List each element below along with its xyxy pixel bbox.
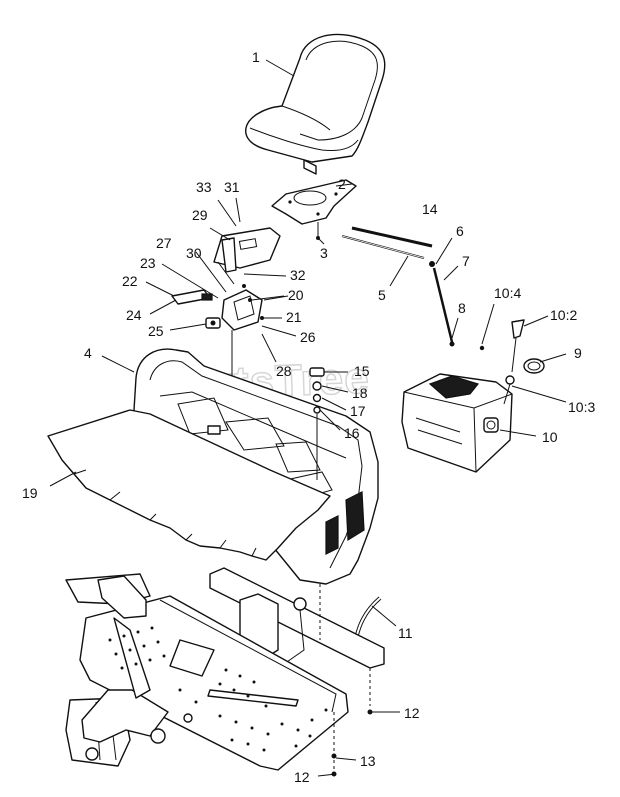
fuel-valve-10-2-part <box>511 319 525 373</box>
callout-14: 14 <box>422 201 438 217</box>
rod-14-part <box>341 226 435 267</box>
callout-27: 27 <box>156 235 172 251</box>
callout-24: 24 <box>126 307 142 323</box>
callout-1: 1 <box>252 49 260 65</box>
callout-31: 31 <box>224 179 240 195</box>
fitting-10-4-part <box>479 345 485 351</box>
switch-bracket-29-part <box>213 227 281 273</box>
callout-4: 4 <box>84 345 92 361</box>
seat-part <box>245 33 386 175</box>
callout-5: 5 <box>378 287 386 303</box>
bolt-3-part <box>316 222 320 240</box>
callout-17: 17 <box>350 403 366 419</box>
seat-plate-part <box>271 179 357 225</box>
rod-7-part <box>432 267 455 347</box>
callout-12-bottom: 12 <box>294 769 310 785</box>
callout-10-3: 10:3 <box>568 399 595 415</box>
callout-10-4: 10:4 <box>494 285 521 301</box>
perforation-pattern <box>108 626 328 752</box>
callout-8: 8 <box>458 300 466 316</box>
callout-28: 28 <box>276 363 292 379</box>
callout-7: 7 <box>462 253 470 269</box>
callout-10: 10 <box>542 429 558 445</box>
callout-11: 11 <box>398 625 413 641</box>
callout-15: 15 <box>354 363 370 379</box>
callout-20: 20 <box>288 287 304 303</box>
callout-13: 13 <box>360 753 376 769</box>
callout-19: 19 <box>22 485 38 501</box>
callout-25: 25 <box>148 323 164 339</box>
switch-25-part <box>205 317 221 329</box>
fastener-stack-part <box>309 367 325 480</box>
fuel-line-10-3-part <box>503 375 515 405</box>
chassis-frame-part <box>65 573 349 771</box>
fuel-tank-10-part <box>401 373 513 473</box>
callout-6: 6 <box>456 223 464 239</box>
callout-18: 18 <box>352 385 368 401</box>
callout-33: 33 <box>196 179 212 195</box>
callout-3: 3 <box>320 245 328 261</box>
callout-29: 29 <box>192 207 208 223</box>
callout-9: 9 <box>574 345 582 361</box>
callout-16: 16 <box>344 425 360 441</box>
callout-2: 2 <box>338 176 346 192</box>
callout-21: 21 <box>286 309 302 325</box>
callout-10-2: 10:2 <box>550 307 577 323</box>
callout-23: 23 <box>140 255 156 271</box>
callout-32: 32 <box>290 267 306 283</box>
callout-12-right: 12 <box>404 705 420 721</box>
mat-19-part <box>47 409 331 561</box>
callout-22: 22 <box>122 273 138 289</box>
leader-lines <box>49 59 567 777</box>
fuel-cap-9-part <box>523 358 545 374</box>
callout-labels: 1 2 3 4 5 6 7 8 9 10 10:2 10:3 10:4 11 1… <box>22 49 595 785</box>
callout-30: 30 <box>186 245 202 261</box>
switch-24-part <box>171 289 213 305</box>
callout-26: 26 <box>300 329 316 345</box>
